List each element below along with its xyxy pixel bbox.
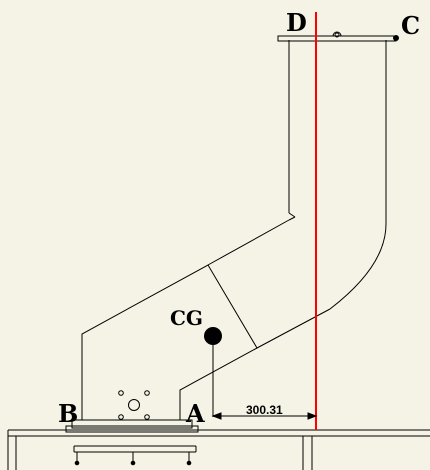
- label-c: C: [401, 11, 420, 40]
- label-b: B: [58, 399, 78, 428]
- dimension-line: [211, 412, 318, 420]
- bolts: [74, 452, 192, 466]
- base-table: [7, 429, 430, 470]
- point-c-dot: [393, 35, 399, 41]
- plate-holes: [118, 390, 150, 420]
- chute-outline: [81, 40, 387, 420]
- dimension-value: 300.31: [246, 403, 283, 417]
- mounting-plate: [65, 419, 199, 453]
- label-cg: CG: [170, 306, 203, 330]
- label-d: D: [286, 8, 307, 37]
- cg-marker: [204, 327, 222, 345]
- label-a: A: [185, 399, 205, 428]
